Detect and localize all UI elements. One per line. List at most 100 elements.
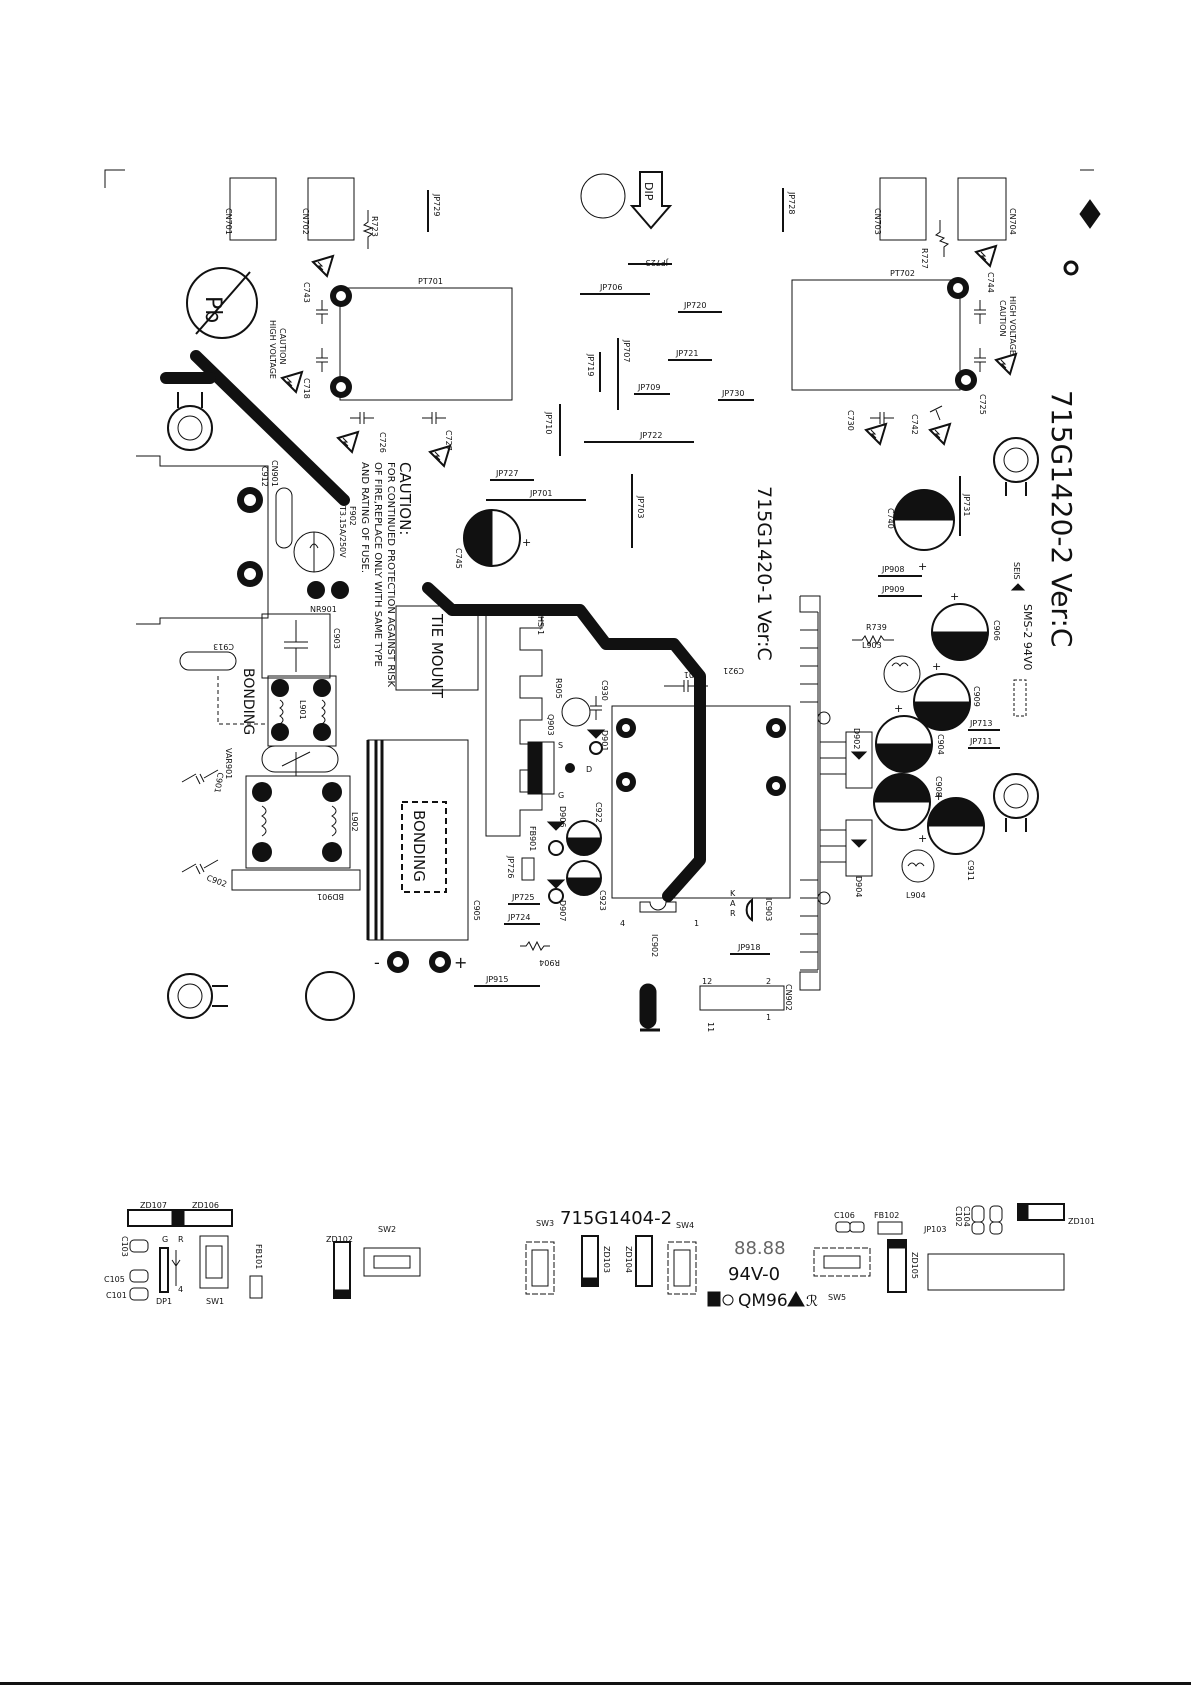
label-jp706: JP706 — [599, 283, 622, 292]
label-jp719: JP719 — [586, 353, 595, 376]
label-jp909: JP909 — [881, 585, 904, 594]
label-jp103: JP103 — [923, 1225, 946, 1234]
pt701-pin-1-hole — [336, 291, 346, 301]
ferrite-fb101 — [249, 1275, 263, 1299]
connector-cn902 — [699, 985, 785, 1011]
cn901-pin-1-hole — [244, 494, 256, 506]
capacitor-c725 — [974, 348, 986, 372]
c905-pin-minus-hole — [393, 957, 403, 967]
hv-warning-icon-4 — [428, 444, 452, 468]
diode-d904 — [845, 819, 873, 877]
label-jp709: JP709 — [637, 383, 660, 392]
capacitor-c102-pad2 — [971, 1221, 985, 1235]
svg-text:+: + — [894, 702, 903, 715]
caution-heading: CAUTION: — [396, 462, 414, 535]
jumper-jp726 — [521, 857, 535, 881]
svg-text:+: + — [918, 832, 927, 845]
bonding-dash-1 — [217, 676, 266, 725]
capacitor-c743 — [316, 300, 328, 324]
capacitor-c908: + — [873, 773, 931, 845]
capacitor-c106 — [835, 1221, 851, 1233]
capacitor-c742 — [929, 405, 943, 421]
l901-windings — [279, 699, 326, 725]
resistor-r904 — [520, 940, 550, 952]
label-c903: C903 — [332, 628, 341, 649]
led-pin-g: G — [162, 1235, 168, 1244]
inductor-l903-symbol — [891, 662, 909, 667]
hv-warning-icon-5 — [974, 244, 998, 268]
diode-d907-pad — [548, 888, 564, 904]
capacitor-c105 — [129, 1269, 149, 1283]
dip-label: DIP — [642, 182, 655, 201]
label-sw4: SW4 — [676, 1221, 694, 1230]
heatsink-secondary-hole-1 — [817, 711, 831, 725]
label-jp710: JP710 — [544, 411, 553, 434]
keypad-ul-code: QM96 — [738, 1291, 788, 1311]
inductor-l904 — [901, 849, 935, 883]
label-c912: C912 — [260, 466, 269, 487]
label-pt702: PT702 — [890, 269, 915, 278]
lead-free-mark — [186, 267, 258, 339]
label-c930: C930 — [600, 680, 609, 701]
label-d906: D906 — [558, 806, 567, 827]
label-zd104: ZD104 — [624, 1246, 633, 1273]
label-jp703: JP703 — [636, 495, 645, 518]
capacitor-c904: + — [875, 702, 933, 773]
lead-free-text: Pb — [200, 296, 225, 323]
label-cn704: CN704 — [1008, 208, 1017, 235]
hv-warning-icon-3 — [336, 430, 360, 454]
q903-drain-pad — [565, 763, 575, 773]
capacitor-c104-pad2 — [989, 1221, 1003, 1235]
varistor-var901-symbol — [281, 751, 311, 776]
cn902-pin-11: 11 — [706, 1022, 715, 1032]
transformer-t901 — [611, 705, 791, 899]
diode-d902-leads — [820, 741, 846, 775]
label-jp728: JP728 — [787, 191, 796, 214]
diode-d902 — [845, 731, 873, 789]
tie-mount-area — [395, 605, 479, 691]
capacitor-c101 — [129, 1287, 149, 1301]
c922-polarity-fill — [566, 837, 602, 856]
label-c908: C908 — [934, 776, 943, 797]
label-c725: C725 — [978, 394, 987, 415]
t901-pin-4-hole — [772, 782, 780, 790]
nr901-pin-1 — [307, 581, 325, 599]
diode-d904-leads — [820, 829, 846, 863]
label-r723: R723 — [370, 216, 379, 237]
zener-zd102-band — [333, 1289, 351, 1299]
c745-plus-sign: + — [522, 536, 531, 549]
label-c104: C104 — [962, 1206, 971, 1227]
orientation-diamond-mark — [1079, 199, 1101, 229]
c923-polarity-fill — [566, 877, 602, 896]
label-zd107: ZD107 — [140, 1201, 167, 1210]
label-zd106: ZD106 — [192, 1201, 219, 1210]
hv-warning-icon-8 — [928, 422, 952, 446]
label-ic902: IC902 — [650, 934, 659, 957]
label-c923: C923 — [598, 890, 607, 911]
page-bottom-rule — [0, 1682, 1191, 1685]
capacitor-c911: + — [927, 790, 985, 855]
svg-text:+: + — [932, 660, 941, 673]
q903-pin-g: G — [558, 791, 564, 800]
ic-ic903 — [745, 898, 753, 922]
cn902-pin-2: 2 — [766, 977, 771, 986]
connector-cn703 — [879, 177, 927, 241]
zener-zd105-band — [887, 1239, 907, 1249]
label-jp729: JP729 — [432, 193, 441, 216]
connector-cn704 — [957, 177, 1007, 241]
capacitor-c903 — [261, 613, 331, 679]
heatsink-secondary — [799, 595, 821, 991]
l902-windings — [261, 805, 337, 837]
label-zd101: ZD101 — [1068, 1217, 1095, 1226]
rating-prefix: SEIS — [1012, 562, 1021, 580]
label-jp722: JP722 — [639, 431, 662, 440]
heavy-trace-diagonal — [190, 350, 350, 506]
q903-pin-d: D — [586, 765, 592, 774]
label-jp724: JP724 — [507, 913, 530, 922]
board-sub-title: 715G1420-1 Ver:C — [753, 486, 775, 661]
label-c106: C106 — [834, 1211, 855, 1220]
svg-text:+: + — [934, 790, 943, 803]
label-zd105: ZD105 — [910, 1252, 919, 1279]
mosfet-q903-body — [541, 741, 555, 795]
switch-sw4-button — [673, 1249, 691, 1287]
